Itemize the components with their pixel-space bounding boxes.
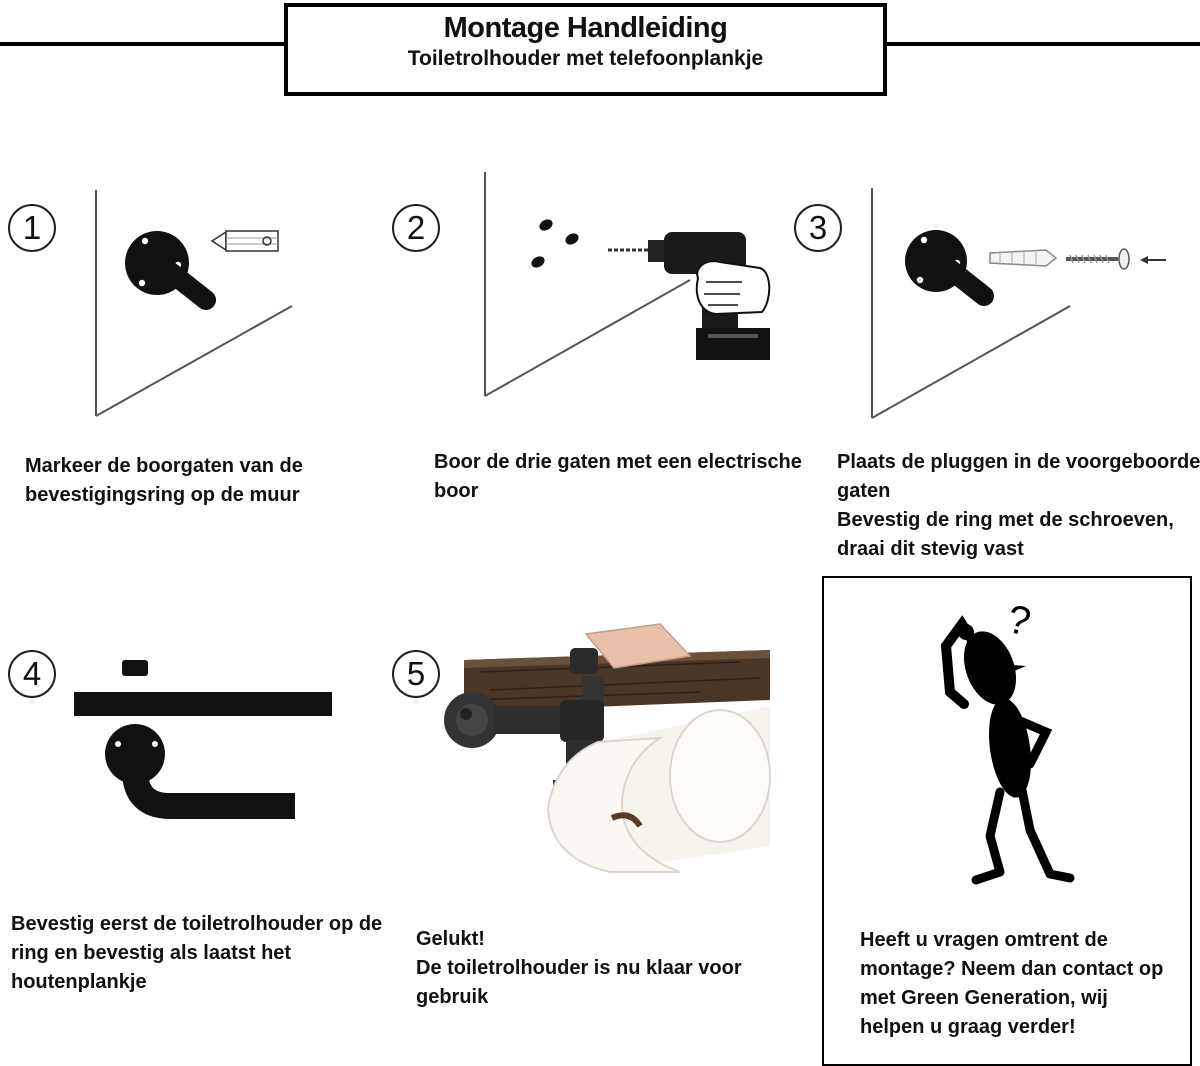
step-3-illustration bbox=[871, 188, 1166, 419]
flange-3-icon bbox=[905, 230, 994, 306]
step-1-line-1: Markeer de boorgaten van de bbox=[25, 455, 303, 477]
step-2-line-1: Boor de drie gaten met een electrische bbox=[434, 451, 802, 473]
help-caption: Heeft u vragen omtrent de montage? Neem … bbox=[860, 926, 1163, 1042]
wall-corner-3 bbox=[871, 188, 1071, 419]
page-subtitle: Toiletrolhouder met telefoonplankje bbox=[407, 47, 764, 70]
confused-stick-figure bbox=[940, 615, 1075, 885]
step-3-line-3: Bevestig de ring met de schroeven, bbox=[837, 509, 1174, 531]
step-1-illustration bbox=[95, 190, 293, 417]
finished-product-photo bbox=[444, 623, 771, 873]
step-3-caption: Plaats de pluggen in de voorgeboorde gat… bbox=[837, 448, 1200, 564]
header-rule-right bbox=[885, 42, 1200, 46]
step-2-number: 2 bbox=[392, 204, 440, 252]
wall-corner-2 bbox=[484, 172, 691, 397]
step-3-line-4: draai dit stevig vast bbox=[837, 538, 1024, 560]
page-title: Montage Handleiding bbox=[443, 12, 728, 44]
step-1-caption: Markeer de boorgaten van de bevestigings… bbox=[25, 452, 303, 510]
step-5-line-2: De toiletrolhouder is nu klaar voor bbox=[416, 957, 742, 979]
help-line-3: met Green Generation, wij bbox=[860, 987, 1108, 1009]
step-4-line-2: ring en bevestig als laatst het bbox=[11, 942, 292, 964]
step-5-line-1: Gelukt! bbox=[416, 928, 485, 950]
step-5-caption: Gelukt! De toiletrolhouder is nu klaar v… bbox=[416, 925, 742, 1012]
step-2-illustration bbox=[484, 172, 771, 397]
step-5-number: 5 bbox=[392, 650, 440, 698]
wall-plug-icon bbox=[989, 249, 1058, 267]
step-2-line-2: boor bbox=[434, 480, 479, 502]
screw-icon bbox=[1066, 248, 1130, 270]
step-4-caption: Bevestig eerst de toiletrolhouder op de … bbox=[11, 910, 382, 997]
assembled-holder-diagram bbox=[74, 660, 332, 819]
header-rule-left bbox=[0, 42, 286, 46]
drill-holes-icon bbox=[531, 219, 579, 268]
step-5-line-3: gebruik bbox=[416, 986, 489, 1008]
pencil-icon bbox=[210, 230, 279, 252]
insert-arrow-icon bbox=[1140, 256, 1166, 264]
step-3-number: 3 bbox=[794, 204, 842, 252]
wall-flange-icon bbox=[125, 231, 216, 310]
confused-person-illustration: ? bbox=[940, 597, 1075, 885]
wall-corner-1 bbox=[95, 190, 293, 417]
step-4-number: 4 bbox=[8, 650, 56, 698]
step-3-line-2: gaten bbox=[837, 480, 891, 502]
step-4-line-1: Bevestig eerst de toiletrolhouder op de bbox=[11, 913, 383, 935]
step-4-illustration bbox=[74, 660, 332, 819]
step-5-illustration bbox=[444, 623, 771, 873]
step-2-caption: Boor de drie gaten met een electrische b… bbox=[434, 448, 802, 506]
step-1-line-2: bevestigingsring op de muur bbox=[25, 484, 300, 506]
title-box: Montage Handleiding Toiletrolhouder met … bbox=[284, 3, 887, 96]
step-3-line-1: Plaats de pluggen in de voorgeboorde bbox=[837, 451, 1200, 473]
help-line-1: Heeft u vragen omtrent de bbox=[860, 929, 1108, 951]
electric-drill-icon bbox=[608, 232, 771, 360]
step-4-line-3: houtenplankje bbox=[11, 971, 147, 993]
help-line-4: helpen u graag verder! bbox=[860, 1016, 1076, 1038]
help-line-2: montage? Neem dan contact op bbox=[860, 958, 1164, 980]
step-1-number: 1 bbox=[8, 204, 56, 252]
